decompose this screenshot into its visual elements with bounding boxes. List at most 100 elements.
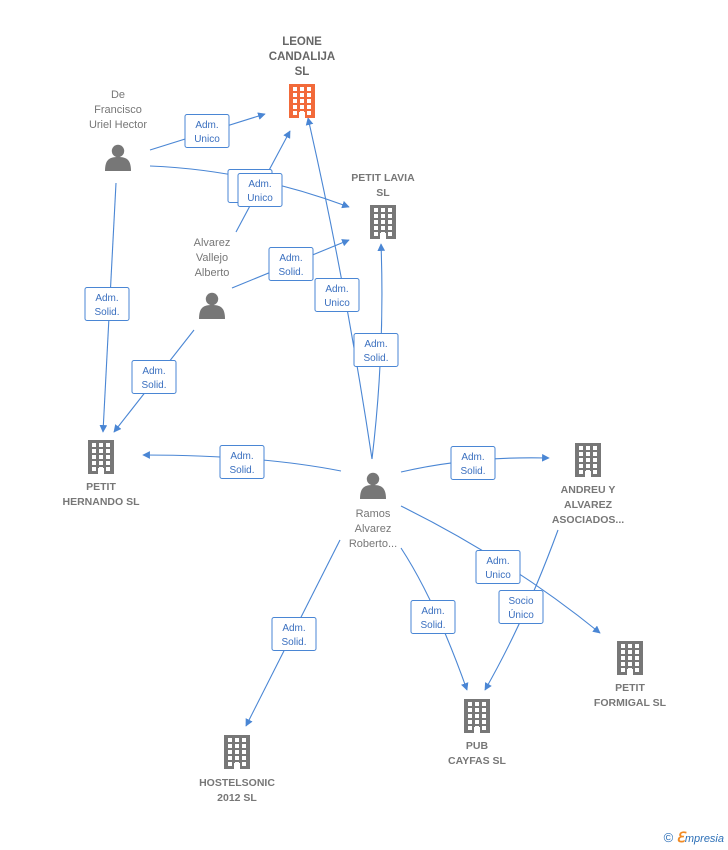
building-window — [482, 720, 486, 724]
edge-label[interactable]: Adm.Solid. — [131, 360, 177, 394]
building-window — [381, 214, 385, 218]
edge-label-text: Adm. — [230, 451, 253, 462]
edge-label[interactable]: Adm.Solid. — [219, 445, 265, 479]
edge-label-text: Adm. — [95, 293, 118, 304]
building-window — [468, 726, 472, 730]
building-window — [593, 452, 597, 456]
building-window — [307, 87, 311, 91]
building-window — [482, 708, 486, 712]
edge-label[interactable]: Adm. Solid. — [450, 446, 496, 480]
building-window — [228, 762, 232, 766]
building-window — [228, 750, 232, 754]
building-window — [482, 726, 486, 730]
building-door — [234, 763, 240, 769]
node-label: Alberto — [195, 267, 230, 279]
brand-logo-initial: ℇ — [676, 829, 685, 845]
person-head — [111, 144, 125, 158]
edge-label[interactable]: Adm. Solid. — [353, 333, 399, 367]
building-window — [475, 702, 479, 706]
node-label: Ramos — [356, 508, 391, 520]
node-label: De — [111, 89, 125, 101]
building-window — [593, 446, 597, 450]
node-label: PETIT — [615, 682, 645, 694]
building-icon — [224, 735, 250, 769]
edge-label-box — [268, 247, 314, 281]
building-icon — [575, 443, 601, 477]
node-label: Francisco — [94, 104, 142, 116]
edge-label[interactable]: Adm.Solid. — [410, 600, 456, 634]
edge-label[interactable]: Adm.Unico — [184, 114, 230, 148]
building-window — [92, 449, 96, 453]
building-window — [242, 738, 246, 742]
building-window — [628, 656, 632, 660]
building-window — [235, 738, 239, 742]
building-window — [374, 232, 378, 236]
building-window — [374, 220, 378, 224]
edge-label-box — [498, 590, 544, 624]
building-window — [482, 714, 486, 718]
building-window — [475, 720, 479, 724]
building-window — [374, 214, 378, 218]
building-window — [228, 756, 232, 760]
edge-label-text: Adm. — [461, 452, 484, 463]
footer-brand[interactable]: ©ℇmpresia — [664, 829, 724, 846]
building-window — [106, 467, 110, 471]
node-ramos[interactable]: RamosAlvarezRoberto... — [349, 472, 397, 550]
edge-label[interactable]: Adm.Unico — [314, 278, 360, 312]
building-window — [293, 99, 297, 103]
edge-labels-layer: Adm.UnicoAdm.Solid.Adm.Solid.Adm.UnicoAd… — [84, 114, 544, 651]
building-door — [585, 471, 591, 477]
building-window — [628, 650, 632, 654]
node-label: HERNANDO SL — [62, 496, 140, 508]
edge-label-text: Adm. — [279, 253, 302, 264]
edge-label[interactable]: Adm.Unico — [475, 550, 521, 584]
node-label: Vallejo — [196, 252, 228, 264]
edge-label-box — [450, 446, 496, 480]
edge-label[interactable]: Adm.Solid. — [268, 247, 314, 281]
node-andreu[interactable]: ANDREU YALVAREZASOCIADOS... — [552, 443, 624, 526]
building-window — [106, 449, 110, 453]
edge-label[interactable]: Adm.Unico — [237, 173, 283, 207]
edges-layer — [99, 112, 601, 727]
edge-label-text: Solid. — [420, 620, 445, 631]
edge-label-box — [271, 617, 317, 651]
building-window — [300, 99, 304, 103]
building-window — [99, 443, 103, 447]
edge-label-text: Adm. — [486, 556, 509, 567]
edge-label-text: Solid. — [141, 380, 166, 391]
building-window — [593, 458, 597, 462]
edge-label-text: Adm. — [364, 339, 387, 350]
edge-label[interactable]: Adm.Solid. — [84, 287, 130, 321]
node-label: Alvarez — [194, 237, 231, 249]
copyright-icon: © — [663, 830, 674, 845]
building-window — [579, 458, 583, 462]
building-window — [307, 105, 311, 109]
edge-label-box — [184, 114, 230, 148]
building-door — [98, 468, 104, 474]
edge-label-text: Solid. — [460, 466, 485, 477]
building-window — [106, 455, 110, 459]
edge-label-text: Único — [508, 608, 534, 621]
building-window — [374, 226, 378, 230]
building-window — [468, 702, 472, 706]
node-label: PUB — [466, 740, 489, 752]
edge-label-text: Solid. — [363, 353, 388, 364]
building-window — [242, 750, 246, 754]
edge-label-box — [314, 278, 360, 312]
building-window — [635, 644, 639, 648]
edge-label-text: Socio — [508, 596, 533, 607]
building-window — [593, 464, 597, 468]
edge-label-text: Adm. — [282, 623, 305, 634]
edge-label[interactable]: Adm.Solid. — [271, 617, 317, 651]
building-window — [92, 461, 96, 465]
